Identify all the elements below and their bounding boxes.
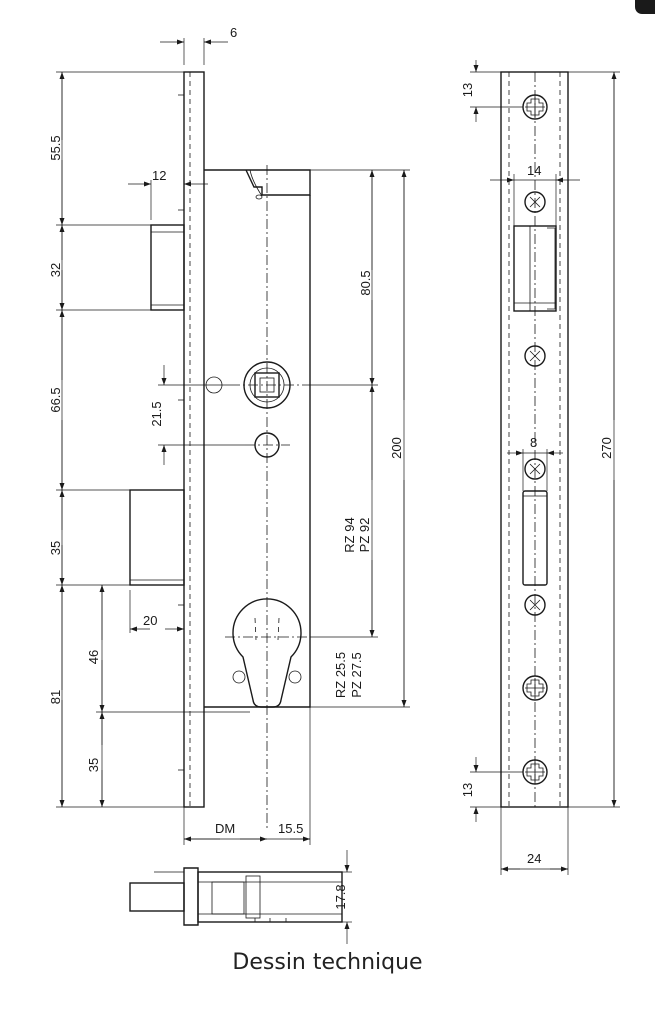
dim-cyl-offset: 15.5 (278, 821, 303, 836)
dim-strike-length: 270 (599, 437, 614, 459)
strike-screw-lower (522, 675, 548, 701)
dim-latch-projection: 12 (152, 168, 166, 183)
dim-strike-slot: 8 (530, 435, 537, 450)
dim-top-to-latch: 55.5 (48, 135, 63, 160)
follower-spring (249, 169, 263, 197)
dim-pz-distance: PZ 92 (357, 518, 372, 553)
case-top (204, 169, 311, 196)
dim-bolt-projection: 20 (143, 613, 157, 628)
dim-strike-top-screw: 13 (460, 83, 475, 97)
strike-plate-view: 13 14 8 270 13 24 (460, 60, 620, 875)
caption: Dessin technique (232, 950, 423, 975)
faceplate (183, 71, 205, 808)
dim-cyl-pz: PZ 27.5 (349, 652, 364, 698)
dim-top-to-spindle: 80.5 (358, 270, 373, 295)
dim-backset: DM (215, 821, 235, 836)
dim-strike-window: 14 (527, 163, 541, 178)
faceplate-screw-marks (178, 94, 184, 771)
dim-depth: 17.8 (333, 884, 348, 909)
strike-bolt-slot (522, 490, 548, 586)
dim-faceplate-thickness: 6 (230, 25, 237, 40)
dim-body-height: 200 (389, 437, 404, 459)
strike-x-screw-3 (524, 458, 546, 480)
dim-strike-bottom-screw: 13 (460, 783, 475, 797)
strike-plate (500, 71, 569, 808)
strike-x-screw-4 (524, 594, 546, 616)
dim-latch-to-bolt: 66.5 (48, 387, 63, 412)
corner-badge (635, 0, 655, 14)
dim-strike-width: 24 (527, 851, 541, 866)
dim-cyl-rz: RZ 25.5 (333, 652, 348, 698)
top-view-bolt (129, 882, 185, 912)
cylinder-cutout (232, 598, 302, 708)
latch-bolt (150, 224, 185, 311)
dim-bolt-height: 35 (48, 541, 63, 555)
lock-front-view: 6 55.5 32 66.5 35 81 46 35 (48, 25, 410, 845)
dim-rz-distance: RZ 94 (342, 517, 357, 552)
dim-spindle-gap: 21.5 (149, 401, 164, 426)
strike-x-screw-1 (524, 191, 546, 213)
dim-cyl-to-bottom: 46 (86, 650, 101, 664)
dim-bottom-offset: 81 (48, 690, 63, 704)
top-view-case (197, 871, 343, 923)
lock-top-view: 17.8 (129, 850, 352, 944)
strike-screw-bottom (522, 759, 548, 785)
dead-bolt (129, 489, 185, 586)
dim-bottom-segment: 35 (86, 758, 101, 772)
dim-latch-height: 32 (48, 263, 63, 277)
spring-end (255, 194, 263, 200)
strike-x-screw-2 (524, 345, 546, 367)
strike-screw-top (522, 94, 548, 120)
